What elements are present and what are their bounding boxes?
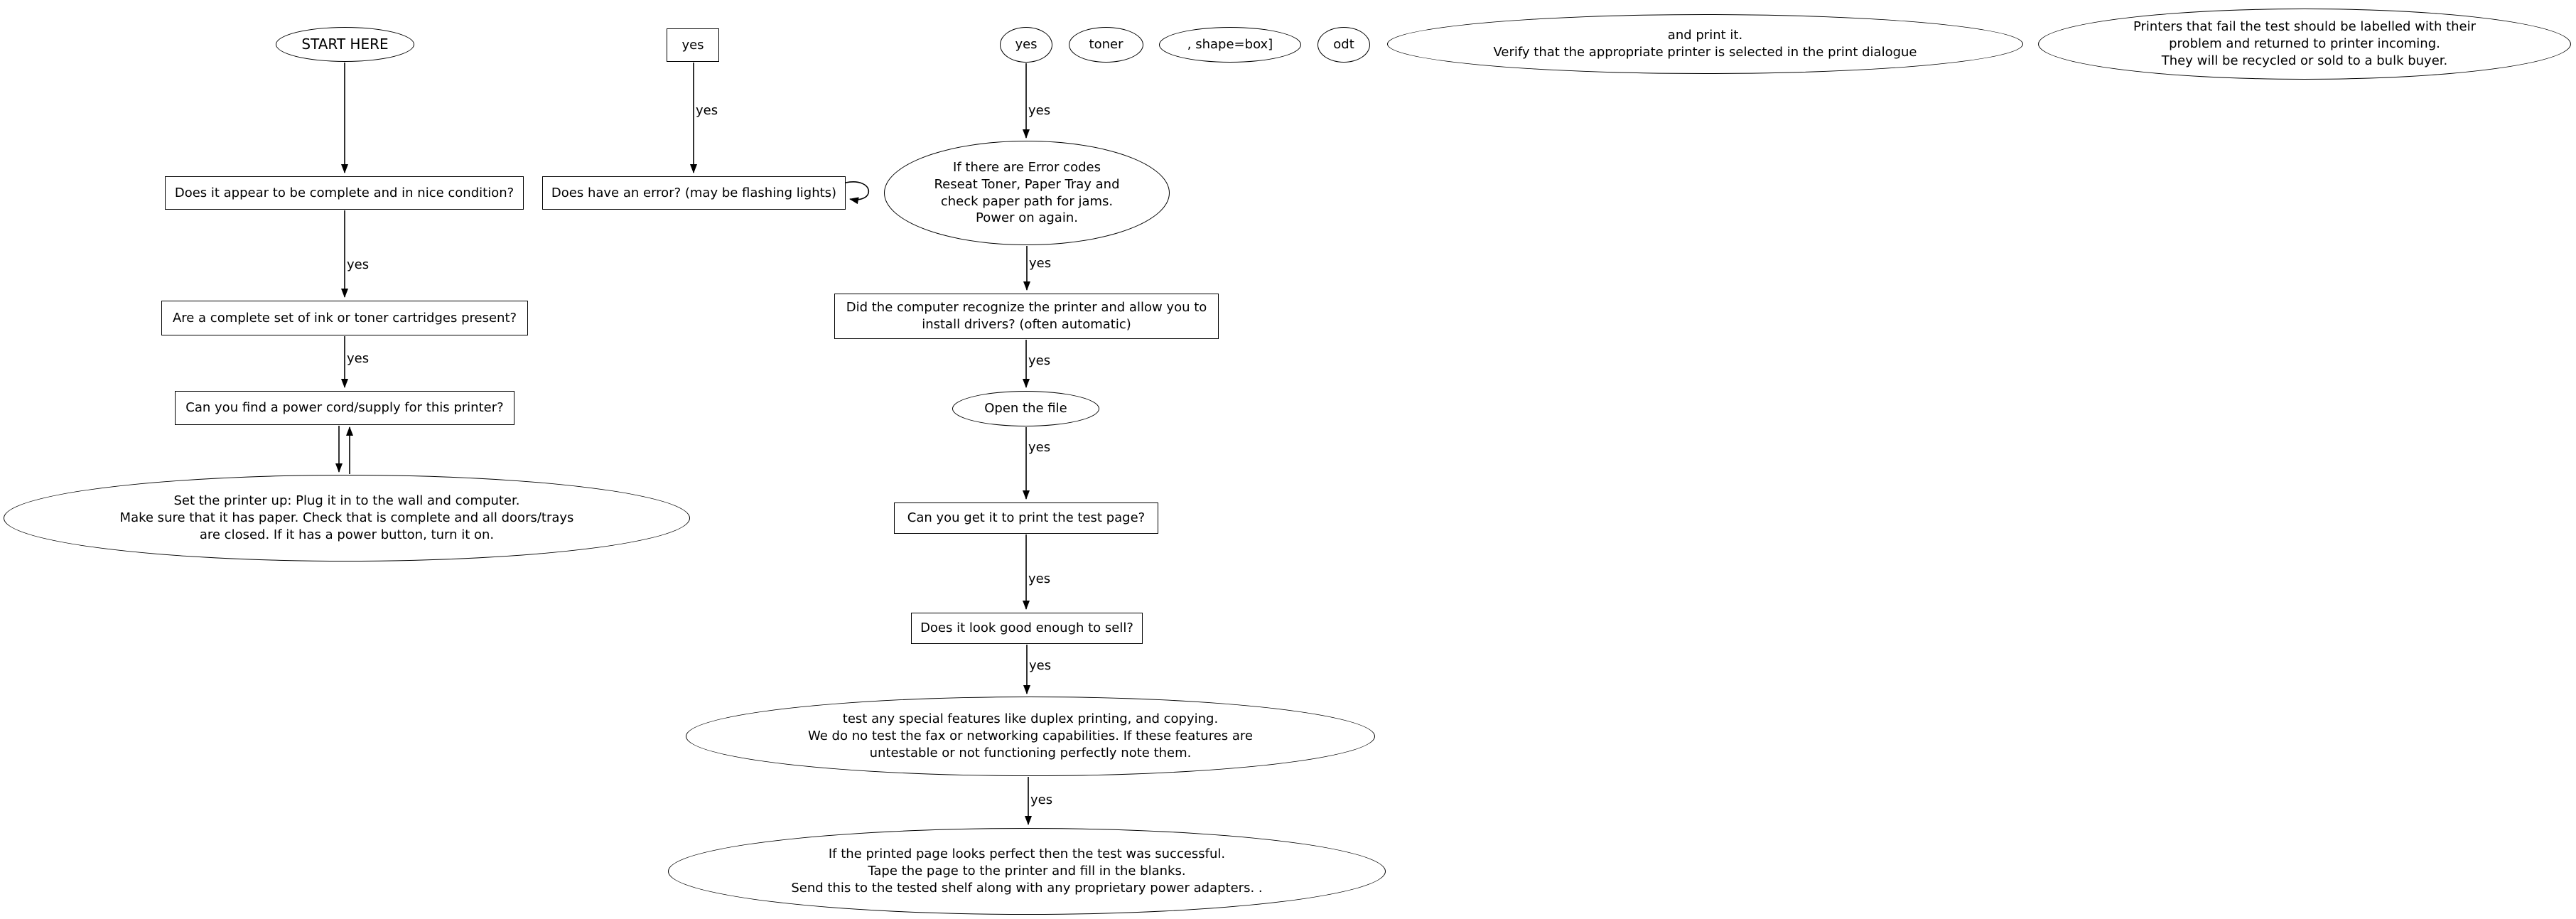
edge-label-yes: yes <box>696 103 718 118</box>
node-test-page-question: Can you get it to print the test page? <box>894 503 1158 534</box>
edge-label-yes: yes <box>347 257 370 272</box>
edge-label-yes: yes <box>1028 571 1051 586</box>
node-error-question: Does have an error? (may be flashing lig… <box>542 176 846 210</box>
node-driver-question: Did the computer recognize the printer a… <box>834 294 1219 339</box>
node-start-here: START HERE <box>276 27 414 62</box>
edge-error-question-self-loop <box>845 181 870 205</box>
node-yes-square: yes <box>667 28 719 62</box>
node-open-file: Open the file <box>952 391 1099 426</box>
edge-label-yes: yes <box>1028 353 1051 368</box>
node-error-codes: If there are Error codes Reseat Toner, P… <box>884 141 1170 245</box>
node-toner: toner <box>1069 27 1143 63</box>
node-setup-instructions: Set the printer up: Plug it in to the wa… <box>4 475 690 561</box>
node-shape-box: , shape=box] <box>1159 27 1301 63</box>
node-special-features: test any special features like duplex pr… <box>686 697 1375 776</box>
node-yes-ellipse: yes <box>1000 27 1052 63</box>
edge-label-yes: yes <box>347 351 370 366</box>
node-odt: odt <box>1317 27 1370 63</box>
edge-label-yes: yes <box>1030 792 1053 807</box>
edge-label-yes: yes <box>1029 256 1052 271</box>
node-cartridges-question: Are a complete set of ink or toner cartr… <box>161 301 528 335</box>
node-power-cord-question: Can you find a power cord/supply for thi… <box>175 391 514 425</box>
node-failed-printers: Printers that fail the test should be la… <box>2038 9 2571 80</box>
edge-label-yes: yes <box>1029 658 1052 673</box>
node-print-verify: and print it. Verify that the appropriat… <box>1387 14 2023 74</box>
node-success-instructions: If the printed page looks perfect then t… <box>668 828 1386 915</box>
node-sell-question: Does it look good enough to sell? <box>911 613 1143 644</box>
edge-label-yes: yes <box>1028 103 1051 118</box>
node-condition-question: Does it appear to be complete and in nic… <box>165 176 524 210</box>
edge-label-yes: yes <box>1028 440 1051 455</box>
